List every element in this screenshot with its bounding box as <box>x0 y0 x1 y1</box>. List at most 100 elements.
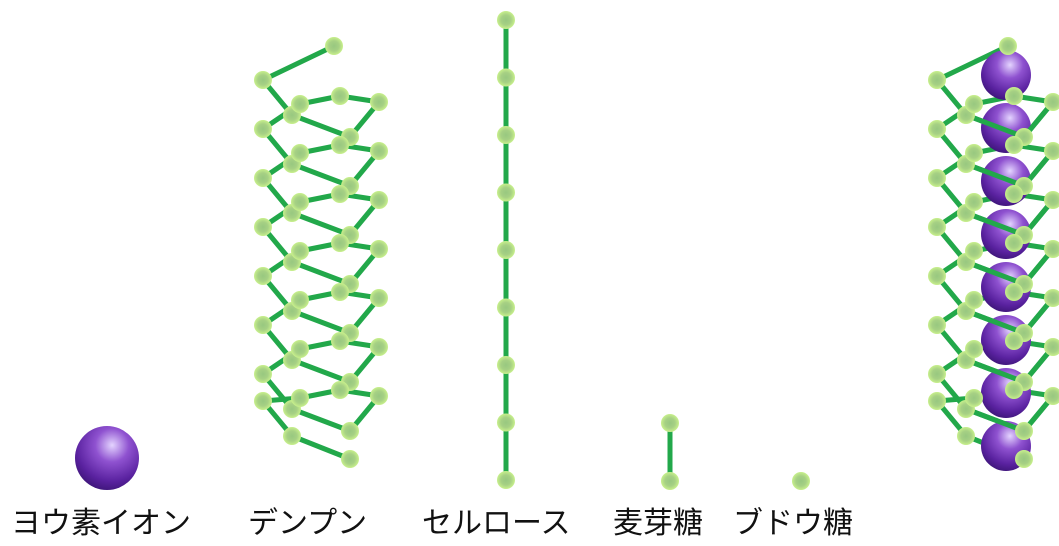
glucose-unit <box>370 387 388 405</box>
glucose-unit <box>370 142 388 160</box>
bond-line <box>934 43 1011 83</box>
glucose-unit <box>497 126 515 144</box>
glucose-unit <box>497 298 515 317</box>
glucose-unit <box>370 289 388 307</box>
iodide-ion <box>981 50 1031 100</box>
glucose-unit <box>965 340 983 358</box>
bond-line <box>289 112 353 140</box>
glucose-unit <box>928 71 946 89</box>
label-iodide-ion: ヨウ素イオン <box>11 506 191 541</box>
bond-line <box>963 259 1027 287</box>
glucose-unit <box>331 234 349 252</box>
glucose-unit <box>254 120 272 138</box>
maltose-molecule <box>661 414 679 490</box>
glucose-unit <box>1044 289 1059 307</box>
glucose-unit <box>1015 450 1033 468</box>
glucose-unit <box>965 242 983 260</box>
glucose-unit <box>661 414 679 432</box>
glucose-unit <box>497 68 515 87</box>
glucose-unit <box>291 291 309 309</box>
glucose-unit <box>1044 387 1059 405</box>
glucose-unit <box>497 471 515 489</box>
glucose-unit <box>497 241 515 259</box>
glucose-unit <box>331 136 349 154</box>
glucose-unit <box>291 242 309 260</box>
glucose-unit <box>291 95 309 113</box>
glucose-unit <box>1044 240 1059 258</box>
cellulose-chain <box>497 11 515 489</box>
glucose-unit <box>928 169 946 187</box>
glucose-unit <box>999 37 1017 55</box>
glucose-unit <box>497 413 515 432</box>
glucose-unit <box>1044 338 1059 356</box>
glucose-unit <box>325 37 343 55</box>
glucose-unit <box>370 93 388 111</box>
starch-helix <box>254 37 388 468</box>
glucose-unit <box>370 338 388 356</box>
glucose-unit <box>1005 283 1023 301</box>
glucose-unit <box>254 316 272 334</box>
glucose-unit <box>254 267 272 285</box>
glucose-unit <box>497 183 515 202</box>
iodide-ion <box>75 426 139 490</box>
bond-line <box>289 259 353 287</box>
glucose-unit <box>497 356 515 374</box>
bond-line <box>289 308 353 336</box>
glucose-unit <box>331 283 349 301</box>
label-cellulose: セルロース <box>422 506 571 541</box>
bond-line <box>963 112 1027 140</box>
glucose-unit <box>497 11 515 29</box>
bond-line <box>289 433 353 462</box>
glucose-unit <box>331 332 349 350</box>
glucose-unit <box>1005 381 1023 399</box>
glucose-unit <box>1044 93 1059 111</box>
glucose-unit <box>1005 87 1023 105</box>
glucose-unit <box>283 427 301 445</box>
glucose-unit <box>965 144 983 162</box>
glucose-unit <box>291 389 309 407</box>
bond-line <box>963 161 1027 189</box>
glucose-unit <box>341 422 359 440</box>
glucose-unit <box>957 427 975 445</box>
bond-line <box>289 161 353 189</box>
label-starch: デンプン <box>248 506 367 541</box>
glucose-unit <box>254 392 272 410</box>
glucose-unit <box>1005 234 1023 252</box>
glucose-unit <box>254 218 272 236</box>
bond-line <box>963 406 1027 434</box>
iodide-ion-group <box>75 426 139 490</box>
bond-line <box>289 357 353 385</box>
glucose-unit <box>1005 136 1023 154</box>
glucose-unit <box>291 144 309 162</box>
label-glucose: ブドウ糖 <box>733 506 853 541</box>
glucose-unit <box>254 71 272 89</box>
glucose-unit <box>331 87 349 105</box>
glucose-unit <box>1005 332 1023 350</box>
glucose-molecule <box>792 472 810 490</box>
glucose-unit <box>331 381 349 399</box>
glucose-unit <box>341 450 359 468</box>
starch-iodine-complex <box>928 37 1059 471</box>
glucose-unit <box>370 240 388 258</box>
glucose-unit <box>928 316 946 334</box>
bond-line <box>289 406 353 434</box>
glucose-unit <box>291 193 309 211</box>
glucose-unit <box>928 267 946 285</box>
glucose-unit <box>1015 422 1033 440</box>
bond-line <box>963 210 1027 238</box>
bond-line <box>963 357 1027 385</box>
label-maltose: 麦芽糖 <box>613 506 703 541</box>
glucose-unit <box>965 193 983 211</box>
glucose-unit <box>254 169 272 187</box>
bond-line <box>963 308 1027 336</box>
glucose-unit <box>1005 185 1023 203</box>
glucose-unit <box>1044 191 1059 209</box>
glucose-unit <box>661 472 679 490</box>
glucose-unit <box>928 392 946 410</box>
glucose-unit <box>965 291 983 309</box>
glucose-unit <box>928 365 946 383</box>
glucose-unit <box>370 191 388 209</box>
glucose-unit <box>965 95 983 113</box>
glucose-unit <box>291 340 309 358</box>
